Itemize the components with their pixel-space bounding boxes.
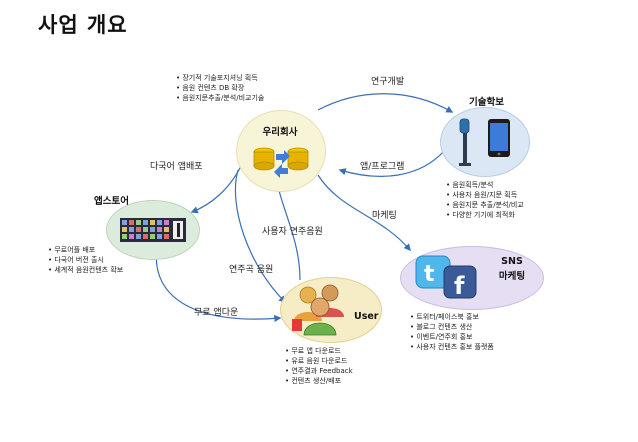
sns-label-line1: SNS xyxy=(501,256,523,267)
company-circle xyxy=(236,110,326,192)
list-item: 사용자 컨텐츠 홍보 플랫폼 xyxy=(410,342,494,352)
edge-rnd xyxy=(317,93,454,113)
svg-text:f: f xyxy=(454,272,465,300)
company-bullets: 장기적 기술포지셔닝 획득 음원 컨텐츠 DB 확장 음원지문추출/분석/비교기… xyxy=(176,73,264,103)
edge-multilang xyxy=(190,161,244,214)
app-grid-icon xyxy=(120,218,186,242)
edge-app-program xyxy=(338,149,446,177)
tech-school-circle xyxy=(440,107,530,177)
list-item: 무료어플 배포 xyxy=(48,245,123,255)
edge-label-free-download: 무료 앱다운 xyxy=(194,308,239,318)
tech-school-bullets: 음원획득/분석 사용자 음원/지문 획득 음원지문 추출/분석/비교 다양한 기… xyxy=(446,180,524,220)
edge-marketing xyxy=(317,174,411,252)
list-item: 다국어 버전 출시 xyxy=(48,255,123,265)
users-group-icon xyxy=(290,281,350,337)
database-sync-icon xyxy=(252,144,312,178)
sns-label-line2: 마케팅 xyxy=(498,271,526,282)
edge-label-user-music: 사용자 연주음원 xyxy=(262,227,323,237)
user-bullets: 무료 앱 다운로드 유료 음원 다운로드 연주결과 Feedback 컨텐츠 생… xyxy=(285,346,353,386)
sns-node: t f SNS 마케팅 xyxy=(400,246,544,310)
list-item: 다양한 기기에 최적화 xyxy=(446,210,524,220)
page-title: 사업 개요 xyxy=(38,13,128,37)
edge-perf-music xyxy=(234,169,287,304)
list-item: 음원획득/분석 xyxy=(446,180,524,190)
list-item: 장기적 기술포지셔닝 획득 xyxy=(176,73,264,83)
list-item: 사용자 음원/지문 획득 xyxy=(446,190,524,200)
edge-label-perf-music: 연주곡 음원 xyxy=(229,265,274,275)
list-item: 무료 앱 다운로드 xyxy=(285,346,353,356)
list-item: 음원지문 추출/분석/비교 xyxy=(446,200,523,210)
list-item: 트위터/페이스북 홍보 xyxy=(410,312,494,322)
list-item: 연주결과 Feedback xyxy=(285,366,352,376)
svg-text:t: t xyxy=(424,262,435,287)
microphone-phone-icon xyxy=(454,113,518,171)
app-store-bullets: 무료어플 배포 다국어 버전 출시 세계적 음원컨텐츠 확보 xyxy=(48,245,123,275)
list-item: 블로그 컨텐츠 생산 xyxy=(410,322,494,332)
sns-bullets: 트위터/페이스북 홍보 블로그 컨텐츠 생산 이벤트/연주회 홍보 사용자 컨텐… xyxy=(410,312,494,352)
company-node: 우리회사 xyxy=(236,110,326,192)
list-item: 음원 컨텐츠 DB 확장 xyxy=(176,83,264,93)
edge-label-app-program: 앱/프로그램 xyxy=(360,162,405,172)
list-item: 세계적 음원컨텐츠 확보 xyxy=(48,265,123,275)
edge-label-marketing: 마케팅 xyxy=(372,211,397,221)
tech-school-node xyxy=(440,107,530,177)
edge-label-multilang: 다국어 앱배포 xyxy=(150,162,203,172)
list-item: 컨텐츠 생산/배포 xyxy=(285,376,353,386)
edge-free-download xyxy=(155,247,282,323)
app-store-label: 앱스토어 xyxy=(94,196,129,207)
list-item: 유료 음원 다운로드 xyxy=(285,356,353,366)
edge-label-rnd: 연구개발 xyxy=(371,77,405,87)
twitter-facebook-icon: t f xyxy=(414,254,480,300)
list-item: 음원지문추출/분석/비교기술 xyxy=(176,93,264,103)
tech-school-label: 기술학보 xyxy=(469,97,504,108)
user-label: User xyxy=(354,311,379,322)
list-item: 이벤트/연주회 홍보 xyxy=(410,332,494,342)
company-label: 우리회사 xyxy=(262,127,298,138)
user-node: User xyxy=(280,277,382,343)
